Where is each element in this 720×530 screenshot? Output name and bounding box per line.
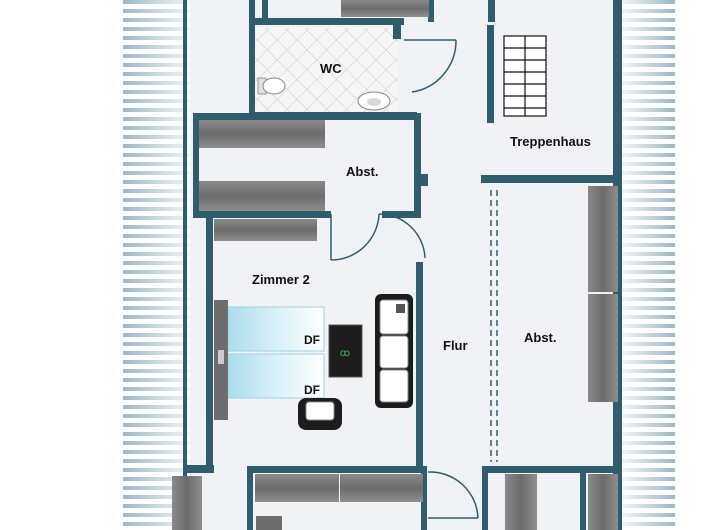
coffee-table: ꝏ — [328, 324, 363, 378]
sink-icon — [357, 91, 391, 111]
sofa — [375, 294, 413, 408]
dashed-divider — [490, 190, 498, 462]
room-label-abst-large: Abst. — [524, 330, 557, 345]
toilet-icon — [257, 77, 286, 95]
df-marker-bottom: DF — [304, 383, 320, 397]
svg-text:ꝏ: ꝏ — [340, 348, 350, 359]
roof-window-bottom — [225, 353, 325, 399]
room-label-abst-small: Abst. — [346, 164, 379, 179]
armchair — [298, 398, 342, 430]
stairs — [503, 35, 547, 117]
roof-window-top — [225, 306, 325, 352]
room-label-flur: Flur — [443, 338, 468, 353]
cabinets — [172, 0, 618, 530]
doors — [330, 39, 479, 519]
df-marker-top: DF — [304, 333, 320, 347]
room-label-treppenhaus: Treppenhaus — [510, 134, 591, 149]
roof-slope-right — [622, 0, 675, 530]
room-label-zimmer2: Zimmer 2 — [252, 272, 310, 287]
bed — [214, 300, 228, 420]
roof-slope-left — [123, 0, 190, 530]
room-label-wc: WC — [320, 61, 342, 76]
small-box — [256, 516, 282, 530]
